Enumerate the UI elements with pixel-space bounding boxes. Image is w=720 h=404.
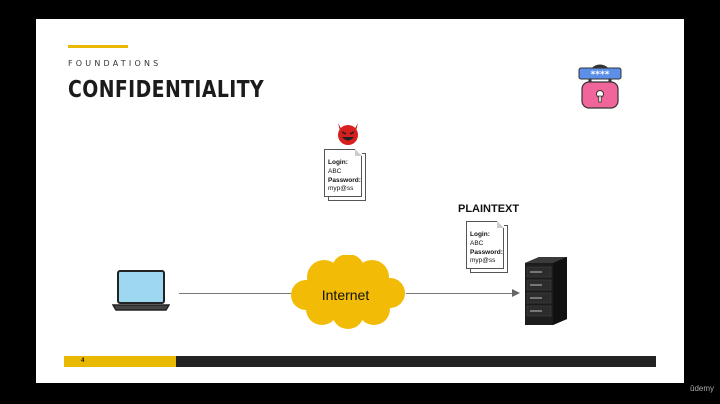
doc-line: Login:: [470, 231, 490, 238]
doc-line: myp@ss: [470, 257, 496, 265]
section-kicker: FOUNDATIONS: [68, 59, 162, 68]
doc-line: Login:: [328, 159, 348, 166]
slide-progress-bar: 4: [64, 356, 656, 367]
progress-fill: [64, 356, 177, 367]
doc-line: Password:: [328, 176, 361, 184]
lock-mask-text: ****: [591, 70, 610, 80]
doc-line: ABC: [328, 167, 342, 175]
laptop-icon: [112, 270, 170, 311]
doc-line: Password:: [470, 248, 503, 256]
page-fold: [497, 221, 504, 228]
arrow-head: [512, 289, 520, 297]
cloud-icon: [291, 255, 405, 329]
page-number: 4: [81, 358, 85, 364]
slide: FOUNDATIONS CONFIDENTIALITY **** Login: …: [36, 19, 684, 383]
devil-icon: [338, 123, 358, 145]
doc-line: ABC: [470, 239, 484, 247]
plaintext-document: Login: ABC Password: myp@ss: [466, 221, 508, 273]
doc-line: myp@ss: [328, 185, 354, 193]
intercepted-document: Login: ABC Password: myp@ss: [324, 149, 366, 201]
udemy-watermark: ûdemy: [690, 384, 715, 393]
plaintext-label: PLAINTEXT: [458, 203, 520, 215]
connection-line-right: [406, 293, 514, 294]
slide-title: CONFIDENTIALITY: [68, 77, 265, 103]
server-icon: [525, 257, 567, 325]
lock-icon: ****: [578, 64, 622, 109]
document-front-page: Login: ABC Password: myp@ss: [466, 221, 504, 269]
page-fold: [355, 149, 362, 156]
accent-line: [68, 45, 128, 48]
connection-line-left: [179, 293, 291, 294]
document-front-page: Login: ABC Password: myp@ss: [324, 149, 362, 197]
internet-label: Internet: [321, 287, 370, 303]
